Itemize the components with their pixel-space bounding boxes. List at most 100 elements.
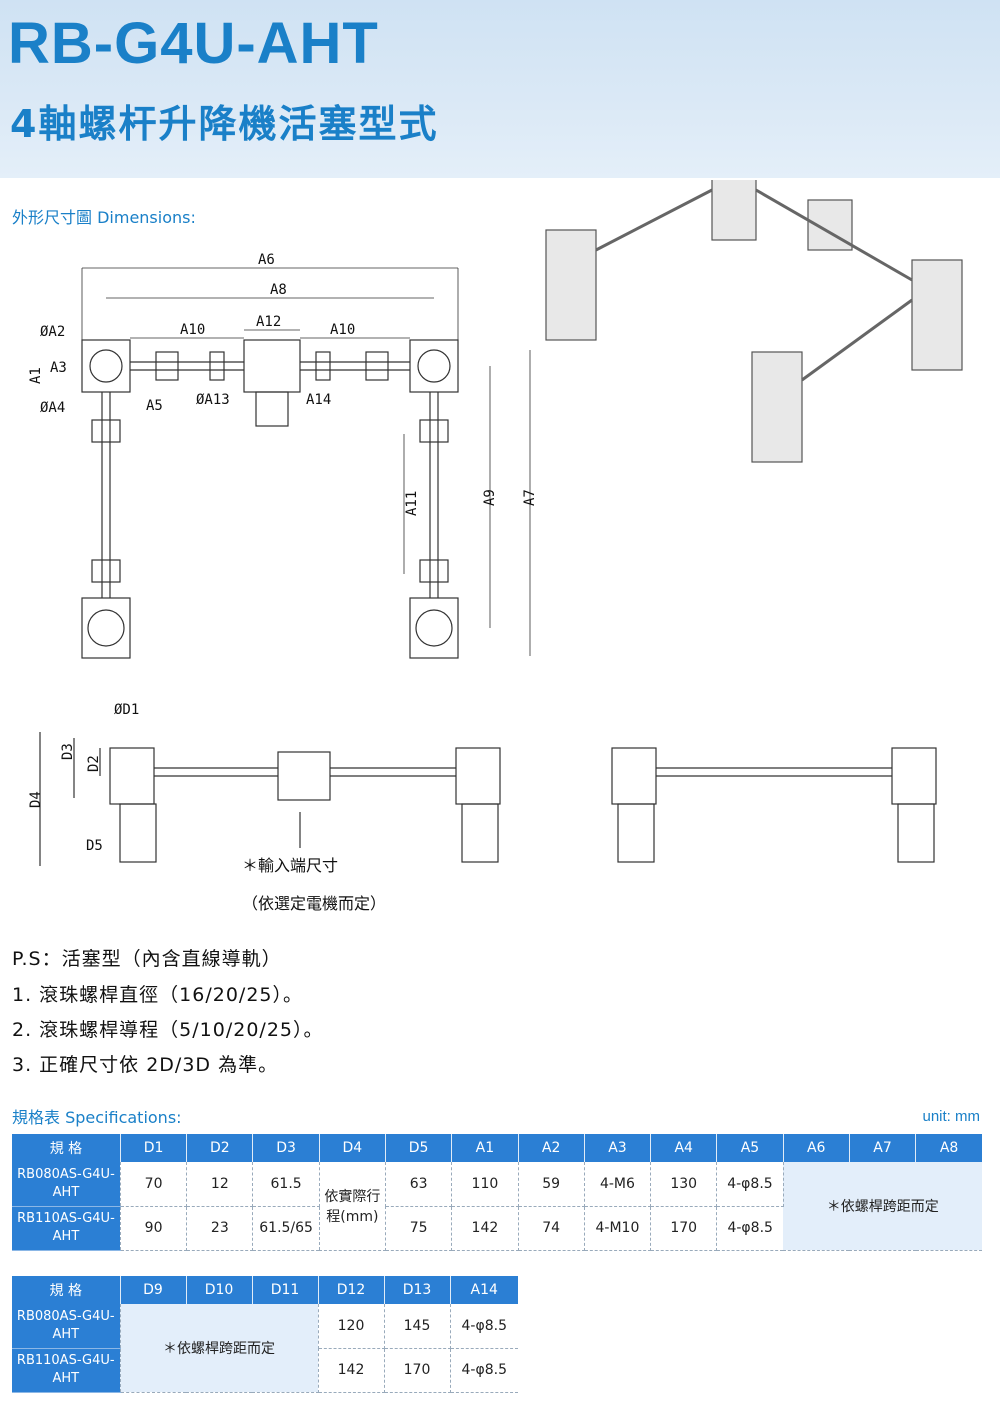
note-item-2: 2. 滾珠螺桿導程（5/10/20/25）。 [12,1019,324,1041]
spec-table-2: 規 格 D9 D10 D11 D12 D13 A14 RB080AS-G4U-A… [12,1276,518,1393]
unit-label: unit: mm [922,1108,980,1125]
jack-bottom-left [81,597,131,659]
dim-a4: ØA4 [40,400,65,416]
col-header: D13 [384,1276,451,1304]
input-note: ＊輸入端尺寸 [242,856,339,875]
jack-top-left [81,339,131,393]
cell-a5: 4-φ8.5 [716,1162,784,1207]
note-item-1: 1. 滾珠螺桿直徑（16/20/25）。 [12,984,304,1006]
dim-d4: D4 [28,791,44,808]
note-item-3: 3. 正確尺寸依 2D/3D 為準。 [12,1054,279,1076]
dim-a8: A8 [270,282,287,298]
cell-d3: 61.5/65 [252,1206,320,1251]
col-header: A2 [518,1134,585,1162]
col-header: A8 [915,1134,982,1162]
center-gearbox [243,339,301,393]
dim-a5: A5 [146,398,163,414]
iso-jack-3 [911,259,963,371]
col-header: D4 [319,1134,387,1162]
cell-d9-d11-merged: ＊依螺桿跨距而定 [120,1304,319,1393]
side-gearbox [277,751,331,801]
side-jack-left-2 [611,747,657,805]
cell-a3: 4-M6 [584,1162,652,1207]
dim-d5: D5 [86,838,103,854]
cell-a1: 142 [451,1206,519,1251]
col-header: 規 格 [12,1134,121,1162]
cell-d13: 145 [384,1304,451,1349]
cell-a6-a8-merged: ＊依螺桿跨距而定 [783,1162,982,1251]
cell-a14: 4-φ8.5 [450,1348,518,1393]
model-cell: RB080AS-G4U-AHT [12,1304,121,1349]
cell-a4: 170 [650,1206,718,1251]
input-note-sub: （依選定電機而定） [242,894,387,913]
table-row: RB080AS-G4U-AHT 70 12 61.5 依實際行程(mm) 63 … [12,1162,982,1251]
page-title: RB-G4U-AHT [8,11,379,76]
col-header: D10 [186,1276,253,1304]
dim-a14: A14 [306,392,331,408]
cell-d3: 61.5 [252,1162,320,1207]
model-cell: RB080AS-G4U-AHT [12,1162,121,1207]
table-row: RB110AS-G4U-AHT 90 23 61.5/65 75 142 74 … [12,1206,982,1251]
iso-jack-4 [751,351,803,463]
dim-a2: ØA2 [40,324,65,340]
side-jack-left [109,747,155,805]
dim-d3: D3 [60,743,76,760]
model-cell: RB110AS-G4U-AHT [12,1348,121,1393]
table-header-row: 規 格 D1 D2 D3 D4 D5 A1 A2 A3 A4 A5 A6 A7 … [12,1134,982,1162]
table-header-row: 規 格 D9 D10 D11 D12 D13 A14 [12,1276,518,1304]
dim-a10-left: A10 [180,322,205,338]
cell-d4-merged: 依實際行程(mm) [319,1162,387,1251]
col-header: 規 格 [12,1276,121,1304]
dim-a7: A7 [522,489,538,506]
cell-a5: 4-φ8.5 [716,1206,784,1251]
side-jack-right [455,747,501,805]
jack-bottom-right [409,597,459,659]
page-header: RB-G4U-AHT 4軸螺杆升降機活塞型式 [0,0,1000,178]
cell-d12: 142 [318,1348,385,1393]
dim-d2: D2 [86,755,102,772]
dim-a12: A12 [256,314,281,330]
cell-d12: 120 [318,1304,385,1349]
dimensions-label: 外形尺寸圖 Dimensions: [12,208,196,227]
col-header: D11 [252,1276,319,1304]
dim-a1: A1 [28,367,44,384]
col-header: A6 [783,1134,850,1162]
jack-top-right [409,339,459,393]
dim-a13: ØA13 [196,392,230,408]
dim-a11: A11 [404,491,420,516]
col-header: A3 [584,1134,652,1162]
col-header: A1 [451,1134,519,1162]
dim-a6: A6 [258,252,275,268]
col-header: A14 [450,1276,518,1304]
cell-a1: 110 [451,1162,519,1207]
cell-d1: 70 [120,1162,188,1207]
model-cell: RB110AS-G4U-AHT [12,1206,121,1251]
dimension-drawing: A6 A8 A10 A12 A10 ØA2 A3 A1 ØA4 A5 ØA13 … [28,180,963,866]
col-header: A5 [716,1134,784,1162]
dim-a3: A3 [50,360,67,376]
cell-a4: 130 [650,1162,718,1207]
spec-table-1: 規 格 D1 D2 D3 D4 D5 A1 A2 A3 A4 A5 A6 A7 … [12,1134,982,1251]
ps-note: P.S：活塞型（內含直線導軌） [12,948,282,970]
cell-a2: 74 [518,1206,585,1251]
side-jack-right-2 [891,747,937,805]
col-header: D2 [186,1134,254,1162]
table-row: RB110AS-G4U-AHT 142 170 4-φ8.5 [12,1348,518,1393]
cell-d1: 90 [120,1206,188,1251]
col-header: D12 [318,1276,385,1304]
iso-jack-1 [545,229,597,341]
cell-d5: 75 [385,1206,453,1251]
table-row: RB080AS-G4U-AHT ＊依螺桿跨距而定 120 145 4-φ8.5 [12,1304,518,1393]
dim-a9: A9 [482,489,498,506]
cell-d5: 63 [385,1162,453,1207]
dim-a10-right: A10 [330,322,355,338]
cell-d13: 170 [384,1348,451,1393]
dim-d1: ØD1 [114,702,139,718]
col-header: A4 [650,1134,718,1162]
col-header: A7 [849,1134,917,1162]
cell-d2: 12 [186,1162,254,1207]
iso-jack-2 [711,180,757,241]
cell-a3: 4-M10 [584,1206,652,1251]
spec-label: 規格表 Specifications: [12,1108,182,1127]
col-header: D1 [120,1134,188,1162]
